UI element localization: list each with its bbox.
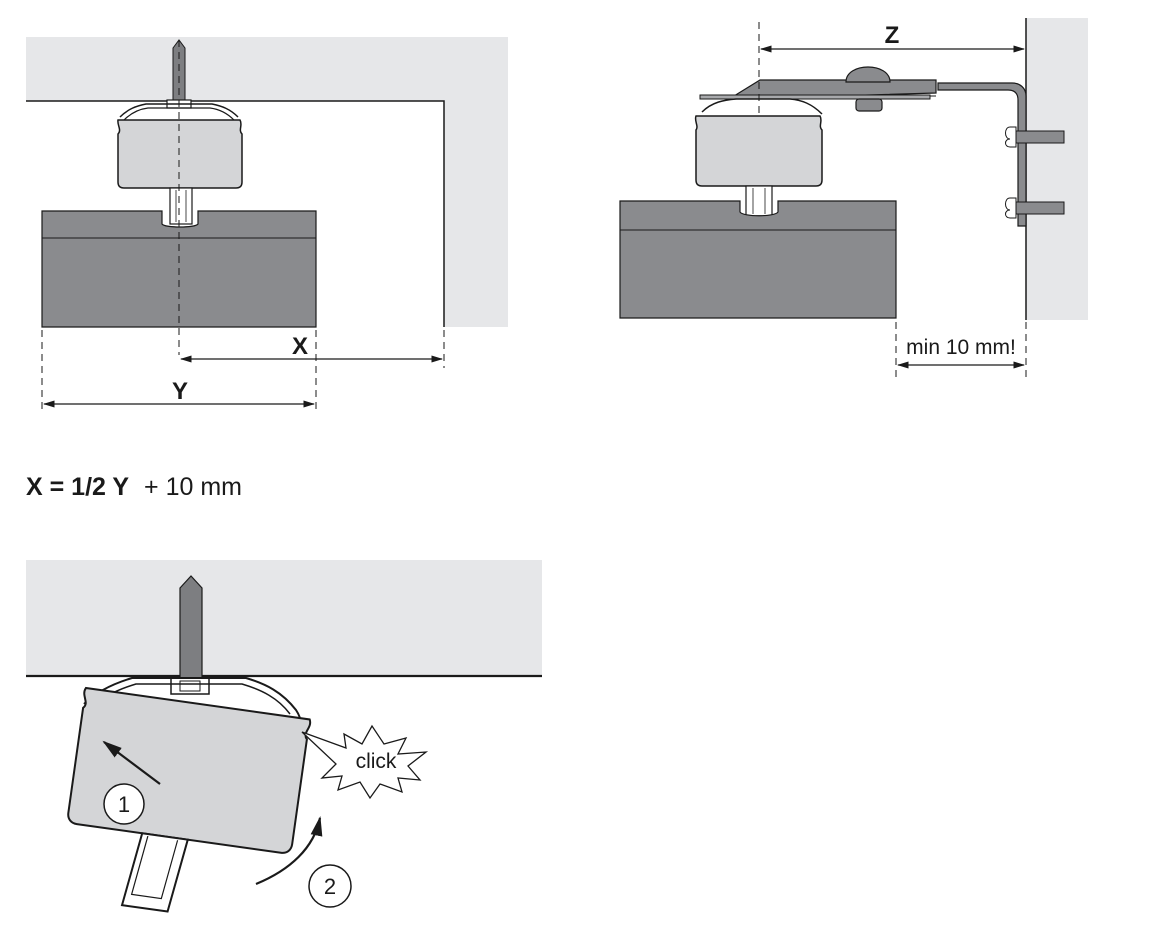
step2-arrow bbox=[255, 816, 323, 886]
panel-installation-steps: 1 2 click bbox=[26, 560, 542, 913]
wall bbox=[1026, 18, 1088, 320]
device-housing bbox=[117, 119, 243, 189]
click-label: click bbox=[356, 750, 397, 773]
device-spigot bbox=[169, 187, 193, 225]
wall-device-spigot bbox=[745, 185, 773, 217]
x-dimension-label: X bbox=[292, 333, 308, 360]
y-dimension-label: Y bbox=[172, 378, 188, 405]
formula-lhs: X = 1/2 Y bbox=[26, 473, 129, 501]
clearance-label: min 10 mm! bbox=[906, 336, 1016, 359]
ceiling-wall bbox=[26, 37, 508, 327]
wall-anchor-lower bbox=[1005, 197, 1065, 219]
wall-mounting-clip bbox=[701, 98, 823, 115]
ceiling-bolt bbox=[172, 39, 186, 105]
wall-anchor-upper bbox=[1005, 126, 1065, 148]
z-dimension-label: Z bbox=[885, 22, 900, 49]
step2-badge bbox=[308, 864, 352, 908]
formula-rhs: + 10 mm bbox=[144, 473, 242, 501]
wall-cabinet bbox=[619, 200, 897, 319]
bracket-screw bbox=[845, 66, 891, 83]
click-burst bbox=[301, 724, 429, 800]
formula: X = 1/2 Y + 10 mm bbox=[26, 473, 242, 501]
step-device bbox=[67, 686, 312, 913]
step1-arrow bbox=[102, 740, 161, 785]
step-ceiling bbox=[26, 560, 542, 676]
step1-badge bbox=[103, 783, 145, 825]
ceiling-edge bbox=[26, 100, 445, 327]
panel-wall-bracket: Z min 10 mm! bbox=[619, 18, 1088, 378]
wall-bracket bbox=[937, 82, 1027, 227]
bracket-nut bbox=[855, 98, 883, 112]
step-device-spigot bbox=[120, 832, 190, 913]
wall-device-housing bbox=[694, 115, 823, 187]
step-bolt bbox=[179, 575, 203, 683]
svg-text:X = 1/2 Y + 10 mm: X = 1/2 Y + 10 mm bbox=[26, 473, 242, 501]
step1-label: 1 bbox=[118, 792, 130, 817]
step2-label: 2 bbox=[324, 874, 336, 899]
panel-ceiling-mount: X Y bbox=[26, 37, 508, 410]
step-device-housing bbox=[67, 686, 312, 854]
